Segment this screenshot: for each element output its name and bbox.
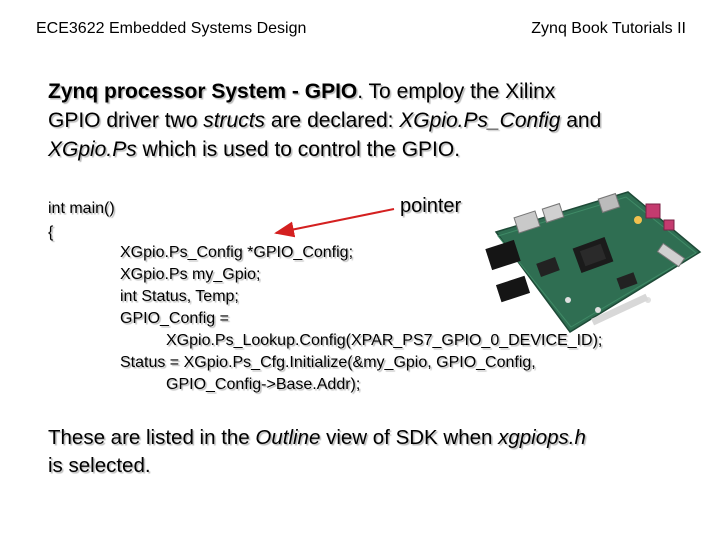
outro-line-1: These are listed in the Outline view of … (48, 426, 586, 449)
code-line-assign: GPIO_Config = (120, 310, 229, 327)
code-line-config: XGpio.Ps_Config *GPIO_Config; (120, 244, 354, 261)
code-line-gpio: XGpio.Ps my_Gpio; (120, 266, 261, 283)
course-title: ECE3622 Embedded Systems Design (36, 20, 307, 37)
code-line-lookup: XGpio.Ps_Lookup.Config(XPAR_PS7_GPIO_0_D… (166, 332, 603, 349)
outro-line-2: is selected. (48, 454, 151, 477)
code-line-init: Status = XGpio.Ps_Cfg.Initialize(&my_Gpi… (120, 354, 536, 371)
zybo-board-photo (485, 191, 702, 333)
code-line-status: int Status, Temp; (120, 288, 239, 305)
outro-paragraph: These are listed in the Outline view of … (48, 424, 586, 480)
intro-paragraph: Zynq processor System - GPIO. To employ … (48, 77, 601, 164)
tutorial-title: Zynq Book Tutorials II (531, 20, 686, 37)
intro-lead: Zynq processor System - GPIO (48, 80, 358, 103)
intro-line-3: XGpio.Ps which is used to control the GP… (48, 138, 461, 161)
code-main: int main() (48, 200, 115, 217)
code-line-baseaddr: GPIO_Config->Base.Addr); (166, 376, 361, 393)
pointer-label: pointer (400, 195, 462, 217)
code-open-brace: { (48, 224, 54, 241)
intro-line-1: Zynq processor System - GPIO. To employ … (48, 80, 556, 103)
intro-line-2: GPIO driver two structs are declared: XG… (48, 109, 602, 132)
